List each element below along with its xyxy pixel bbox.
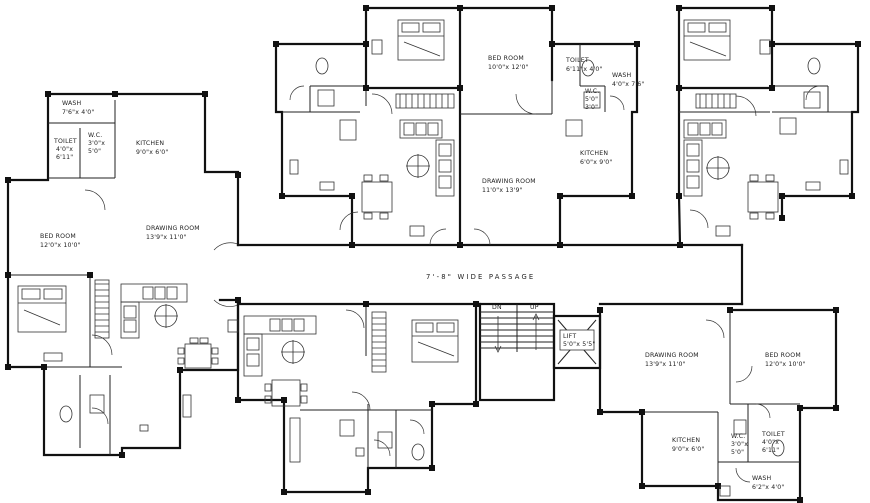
- svg-text:12'0"x 10'0": 12'0"x 10'0": [765, 361, 806, 368]
- svg-text:DRAWING ROOM: DRAWING ROOM: [146, 225, 200, 232]
- unit-top-right: [676, 5, 861, 248]
- svg-text:W.C.: W.C.: [88, 132, 102, 139]
- svg-text:7'6"x 4'0": 7'6"x 4'0": [62, 109, 94, 116]
- svg-text:11'0"x 13'9": 11'0"x 13'9": [482, 187, 523, 194]
- svg-text:3'0": 3'0": [585, 104, 598, 111]
- svg-text:4'0"x 7'6": 4'0"x 7'6": [612, 81, 644, 88]
- svg-text:BED ROOM: BED ROOM: [488, 55, 524, 62]
- stair-core: DN UP LIFT 5'0"x 5'5": [478, 302, 602, 402]
- svg-text:10'0"x 12'0": 10'0"x 12'0": [488, 64, 529, 71]
- svg-text:13'9"x 11'0": 13'9"x 11'0": [146, 234, 187, 241]
- lift-label: LIFT: [563, 333, 576, 340]
- stairs-up: UP: [530, 304, 539, 311]
- svg-text:WASH: WASH: [612, 72, 632, 79]
- svg-text:5'0"x 5'5": 5'0"x 5'5": [563, 341, 595, 348]
- svg-text:KITCHEN: KITCHEN: [580, 150, 608, 157]
- svg-text:W.C.: W.C.: [731, 433, 745, 440]
- svg-text:6'0"x 9'0": 6'0"x 9'0": [580, 159, 612, 166]
- svg-text:DRAWING ROOM: DRAWING ROOM: [482, 178, 536, 185]
- svg-text:5'0": 5'0": [585, 96, 598, 103]
- svg-text:9'0"x 6'0": 9'0"x 6'0": [136, 149, 168, 156]
- svg-text:WASH: WASH: [752, 475, 772, 482]
- svg-text:TOILET: TOILET: [565, 57, 589, 64]
- svg-text:3'0"x: 3'0"x: [88, 140, 105, 147]
- svg-text:W.C.: W.C.: [585, 88, 599, 95]
- svg-text:6'11": 6'11": [762, 447, 779, 454]
- svg-text:4'0"x: 4'0"x: [56, 146, 73, 153]
- svg-text:6'11"x 4'0": 6'11"x 4'0": [566, 66, 603, 73]
- label-wash: WASH: [62, 100, 82, 107]
- stairs-dn: DN: [492, 304, 502, 311]
- svg-text:KITCHEN: KITCHEN: [672, 437, 700, 444]
- svg-text:4'0"x: 4'0"x: [762, 439, 779, 446]
- unit-bottom-right-labels: DRAWING ROOM 13'9"x 11'0" BED ROOM 12'0"…: [645, 352, 806, 491]
- svg-text:DRAWING ROOM: DRAWING ROOM: [645, 352, 699, 359]
- svg-text:5'0": 5'0": [731, 449, 744, 456]
- svg-text:TOILET: TOILET: [53, 138, 77, 145]
- svg-text:TOILET: TOILET: [761, 431, 785, 438]
- unit-top-middle: BED ROOM 10'0"x 12'0" TOILET 6'11"x 4'0"…: [273, 5, 644, 248]
- svg-text:6'2"x 4'0": 6'2"x 4'0": [752, 484, 784, 491]
- unit-bottom-right: [597, 307, 839, 503]
- unit-bottom-middle: [227, 301, 479, 495]
- svg-text:12'0"x 10'0": 12'0"x 10'0": [40, 242, 81, 249]
- svg-text:3'0"x: 3'0"x: [731, 441, 748, 448]
- corridor: 7'-8" WIDE PASSAGE: [213, 242, 744, 307]
- svg-text:KITCHEN: KITCHEN: [136, 140, 164, 147]
- unit-left: WASH 7'6"x 4'0" TOILET 4'0"x 6'11" W.C. …: [5, 91, 241, 458]
- svg-text:5'0": 5'0": [88, 148, 101, 155]
- svg-text:6'11": 6'11": [56, 154, 73, 161]
- svg-text:13'9"x 11'0": 13'9"x 11'0": [645, 361, 686, 368]
- svg-text:BED ROOM: BED ROOM: [40, 233, 76, 240]
- passage-label: 7'-8" WIDE PASSAGE: [426, 273, 535, 281]
- svg-text:9'0"x 6'0": 9'0"x 6'0": [672, 446, 704, 453]
- svg-text:BED ROOM: BED ROOM: [765, 352, 801, 359]
